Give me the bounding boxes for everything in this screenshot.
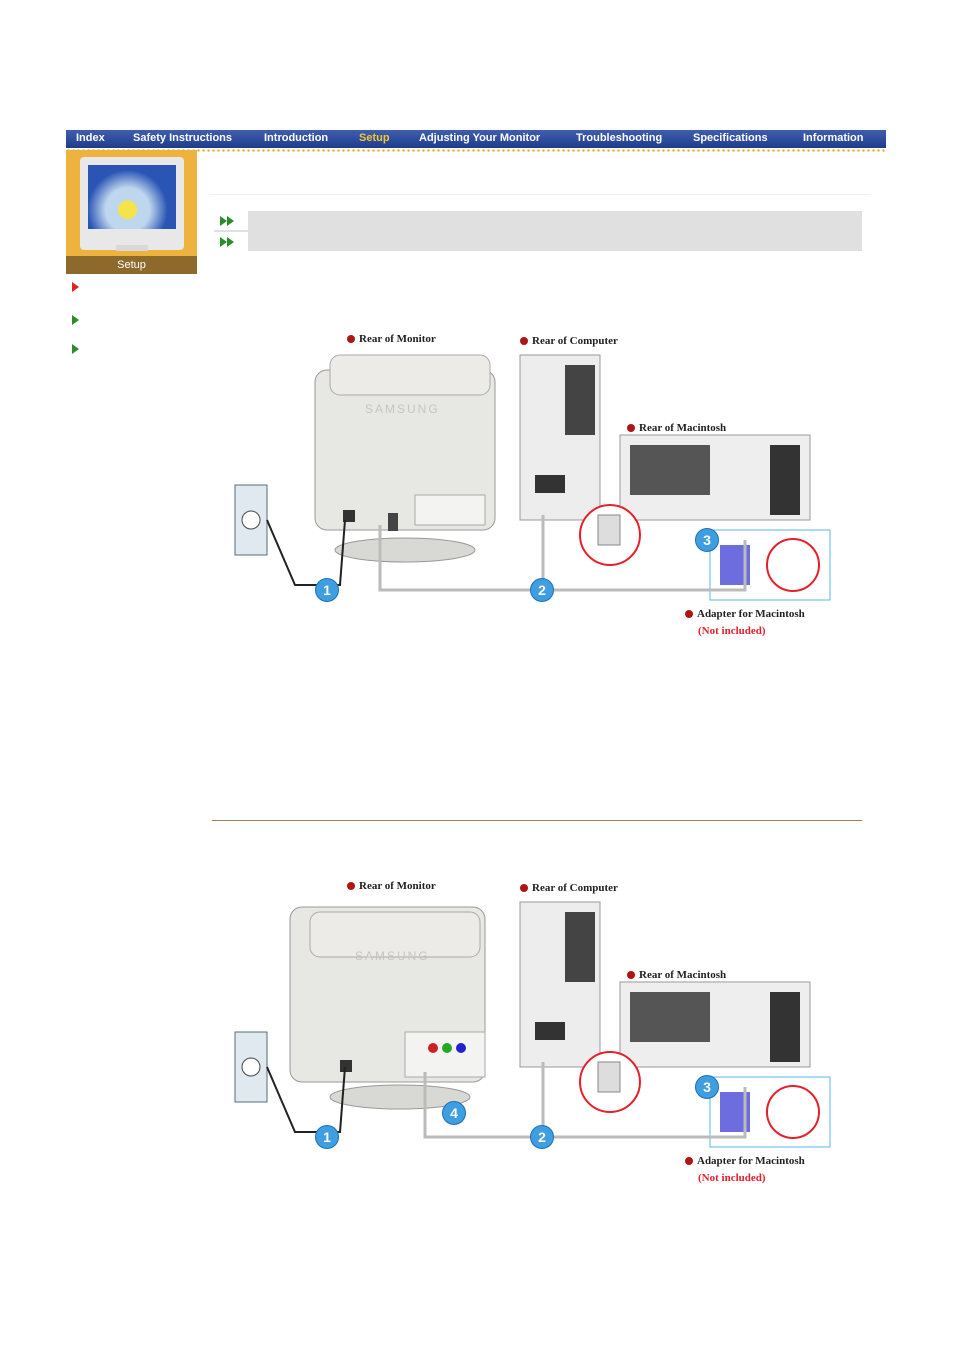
side-menu-item-3-arrow-icon[interactable] [72,344,79,354]
nav-troubleshooting[interactable]: Troubleshooting [576,132,663,144]
bullet-icon [627,971,635,979]
label-rear-mac: Rear of Macintosh [627,969,726,981]
subsection-link-1[interactable] [214,211,248,230]
label-rear-computer: Rear of Computer [520,882,618,894]
label-not-included: (Not included) [698,1172,766,1184]
connection-illustration-2: SAMSUNG [234,901,831,1148]
label-text: Rear of Computer [532,335,618,347]
label-rear-mac: Rear of Macintosh [627,422,726,434]
step-3-marker: 3 [695,1075,719,1099]
bullet-icon [347,882,355,890]
monitor-illustration [80,157,184,251]
label-adapter: Adapter for Macintosh [685,608,805,620]
bullet-icon [685,1157,693,1165]
bullet-icon [347,335,355,343]
svg-text:SAMSUNG: SAMSUNG [355,949,430,963]
label-not-included: (Not included) [698,625,766,637]
nav-specifications[interactable]: Specifications [693,132,768,144]
step-1-marker: 1 [315,578,339,602]
step-4-marker: 4 [442,1101,466,1125]
section-divider [212,820,862,821]
bullet-icon [627,424,635,432]
svg-text:SAMSUNG: SAMSUNG [365,402,440,416]
double-arrow-icon [220,237,227,247]
label-text: Rear of Monitor [359,333,436,345]
label-text: Rear of Monitor [359,880,436,892]
nav-setup[interactable]: Setup [359,132,390,144]
label-rear-monitor: Rear of Monitor [347,333,436,345]
side-menu-item-2-arrow-icon[interactable] [72,315,79,325]
label-text: Adapter for Macintosh [697,608,805,620]
side-menu-item-1-arrow-icon[interactable] [72,282,79,292]
nav-safety-instructions[interactable]: Safety Instructions [133,132,233,144]
monitor-stand [116,245,148,251]
connection-diagram-2: SAMSUNG 1 2 3 4 Rear of Monitor Rear of … [225,872,865,1202]
nav-index[interactable]: Index [76,132,105,144]
nav-introduction[interactable]: Introduction [264,132,329,144]
monitor-screen-image [88,165,176,229]
top-nav: Index Safety Instructions Introduction S… [66,130,886,148]
connection-diagram-1: SAMSUNG 1 2 3 Rear of Monitor Rear of Co… [225,325,865,655]
nav-dotted-border [66,148,886,154]
double-arrow-icon [220,216,227,226]
header-divider [210,194,870,195]
bullet-icon [685,610,693,618]
step-2-marker: 2 [530,578,554,602]
label-adapter: Adapter for Macintosh [685,1155,805,1167]
section-title: Setup [66,256,197,274]
double-arrow-icon-part [227,237,234,247]
step-1-marker: 1 [315,1125,339,1149]
nav-information[interactable]: Information [803,132,864,144]
label-text: Rear of Macintosh [639,969,727,981]
label-rear-computer: Rear of Computer [520,335,618,347]
subsection-bar [214,211,862,251]
step-2-marker: 2 [530,1125,554,1149]
connection-illustration-1: SAMSUNG [234,354,831,601]
subsection-link-2[interactable] [214,232,248,251]
label-text: Rear of Computer [532,882,618,894]
bullet-icon [520,884,528,892]
double-arrow-icon-part [227,216,234,226]
label-rear-monitor: Rear of Monitor [347,880,436,892]
step-3-marker: 3 [695,528,719,552]
label-text: Adapter for Macintosh [697,1155,805,1167]
section-panel: Setup [66,150,197,274]
bullet-icon [520,337,528,345]
label-text: Rear of Macintosh [639,422,727,434]
nav-adjusting-your-monitor[interactable]: Adjusting Your Monitor [419,132,541,144]
